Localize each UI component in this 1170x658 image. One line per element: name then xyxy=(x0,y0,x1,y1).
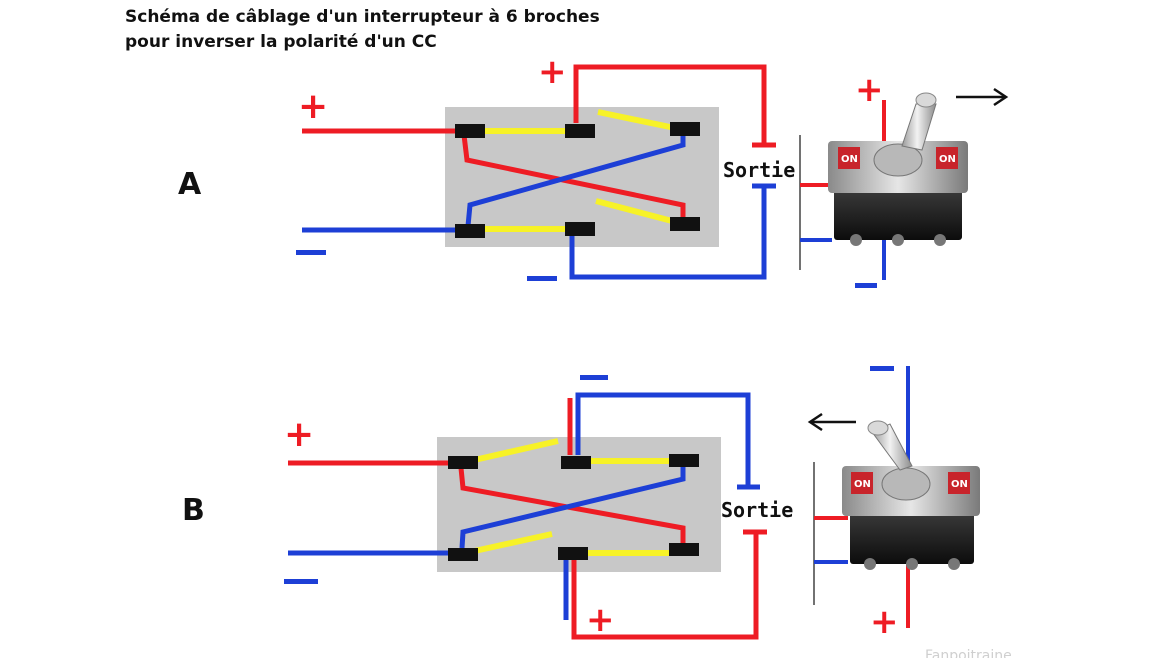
section-a-output-minus-sign xyxy=(527,276,557,281)
section-a-cross-wire-red xyxy=(461,134,686,225)
section-a-label: A xyxy=(178,167,202,202)
section-b-input-minus-sign xyxy=(284,579,318,584)
section-b-output-minus-sign xyxy=(580,375,608,380)
section-b-switch-minus-sign xyxy=(870,366,894,371)
section-a-switch-minus-sign xyxy=(855,283,877,288)
section-b-pin xyxy=(669,454,699,467)
section-a-pin xyxy=(565,124,595,138)
section-a-output-plus-sign: + xyxy=(538,52,567,92)
section-a-pin xyxy=(455,124,485,138)
section-b-plate-right-text: ON xyxy=(951,479,968,490)
section-a-output-negative-wire xyxy=(569,186,767,280)
section-b-pin xyxy=(558,547,588,560)
section-b-pin xyxy=(448,548,478,561)
section-b-output-plus-sign: + xyxy=(586,600,615,640)
section-b: B + + Sortie xyxy=(182,366,980,642)
section-b-pin xyxy=(561,456,591,469)
section-a-output-positive-wire xyxy=(573,64,767,145)
section-a-toggle-switch: ON ON xyxy=(800,92,968,280)
section-b-input-plus-sign: + xyxy=(284,414,314,455)
title-line-2: pour inverser la polarité d'un CC xyxy=(125,32,437,52)
section-b-label: B xyxy=(182,493,205,528)
section-a-lever-link-top xyxy=(597,109,676,131)
section-a-pin xyxy=(565,222,595,236)
section-a-sortie-label: Sortie xyxy=(723,158,795,182)
section-b-output-negative-wire xyxy=(575,392,751,487)
section-a-cross-wire-blue xyxy=(465,130,686,227)
section-a-input-plus-sign: + xyxy=(298,86,328,127)
section-b-switch-plus-sign: + xyxy=(870,602,899,642)
section-a-switch-plus-sign: + xyxy=(855,70,884,110)
section-b-pin xyxy=(448,456,478,469)
section-a-lever-link-bottom xyxy=(595,198,673,224)
section-a-pin xyxy=(670,122,700,136)
section-a-input-minus-sign xyxy=(296,250,326,255)
section-a-pin xyxy=(670,217,700,231)
section-b-pin xyxy=(669,543,699,556)
section-b-sortie-label: Sortie xyxy=(721,498,793,522)
section-b-lever-link-bottom xyxy=(469,531,553,555)
section-b-lever-link-top xyxy=(469,438,559,464)
section-a-plate-left-text: ON xyxy=(841,154,858,165)
section-b-toggle-switch: ON ON xyxy=(814,366,980,628)
section-a-arrow-right-icon xyxy=(956,87,1009,107)
section-b-cross-wire-blue xyxy=(459,462,686,549)
section-a-pin xyxy=(455,224,485,238)
title-line-1: Schéma de câblage d'un interrupteur à 6 … xyxy=(125,7,600,27)
section-b-output-positive-wire xyxy=(571,532,759,640)
section-b-arrow-left-icon xyxy=(807,412,856,432)
section-b-plate-left-text: ON xyxy=(854,479,871,490)
watermark: Fanpoitraine xyxy=(925,648,1012,658)
section-a-plate-right-text: ON xyxy=(939,154,956,165)
section-a: A + + Sortie xyxy=(178,52,1009,288)
